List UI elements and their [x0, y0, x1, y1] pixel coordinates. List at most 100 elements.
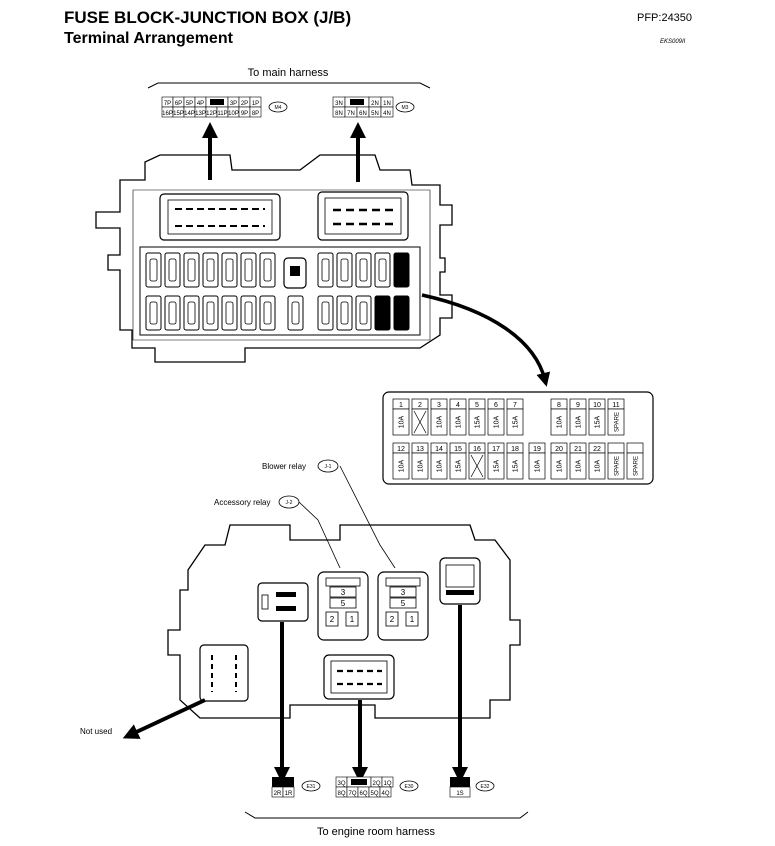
main-harness-bracket	[147, 82, 431, 89]
e30-pin-cell	[379, 786, 392, 798]
m4-pin-label: 1P	[252, 101, 259, 107]
arrow-to-fuse-layout	[421, 293, 551, 387]
fuse-slot-inner	[225, 301, 234, 325]
m3-tag: M3	[402, 105, 409, 111]
fuse-rating-cell	[449, 408, 467, 436]
connector-e32: 1S E32	[449, 777, 495, 798]
e30-pin-label: 8Q	[337, 791, 345, 797]
e30-pin-label: 6Q	[359, 791, 367, 797]
fuse-number: 5	[475, 402, 479, 409]
not-used-label: Not used	[80, 727, 112, 736]
fuse-rating-cell	[588, 408, 606, 436]
fuse-number: 2	[418, 402, 422, 409]
fuse-slot-inner	[340, 301, 349, 325]
fuse-rating: 15A	[595, 415, 602, 428]
fuse-rating-cell	[487, 452, 505, 480]
fuse-rating-cell	[449, 452, 467, 480]
fuse-slot-inner	[206, 301, 215, 325]
m4-pin-label: 2P	[241, 101, 248, 107]
fuse-slot-inner	[244, 258, 253, 282]
fuse-number: 9	[576, 402, 580, 409]
to-engine-room-harness-label: To engine room harness	[317, 826, 436, 838]
fuse-empty-mark	[413, 410, 427, 434]
m4-pin-label: 5P	[186, 101, 193, 107]
fuse-rating: 15A	[494, 459, 501, 472]
m3-pin-label: 8N	[335, 111, 343, 117]
upper-junction-box-outline	[95, 154, 453, 363]
m3-pin-label: 1N	[383, 101, 391, 107]
m3-pin-label: 7N	[347, 111, 355, 117]
blower-relay-label: Blower relay	[262, 462, 306, 471]
fuse-slot-inner	[168, 301, 177, 325]
fuse-rating: 15A	[456, 459, 463, 472]
fuse-rating-cell	[506, 452, 524, 480]
acc-term-5: 5	[341, 599, 346, 608]
fuse-rating: 10A	[595, 459, 602, 472]
m4-key-block	[210, 99, 224, 105]
lower-junction-box-outline	[167, 524, 521, 719]
fuse-number: 19	[533, 446, 541, 453]
fuse-rating-cell	[468, 408, 486, 436]
m4-pin-label: 16P	[162, 111, 173, 117]
blower-term-5: 5	[401, 599, 406, 608]
reference-code: EKS009II	[660, 39, 686, 45]
fuse-rating: 15A	[475, 415, 482, 428]
fuse-slot-inner	[149, 258, 158, 282]
m3-pin-label: 6N	[359, 111, 367, 117]
blower-relay-tag: J-1	[325, 464, 332, 470]
m3-pin-label: 4N	[383, 111, 391, 117]
fuse-number: 14	[435, 446, 443, 453]
e32-key-block	[450, 777, 470, 787]
fuse-rating-cell	[411, 452, 429, 480]
fuse-number: 7	[513, 402, 517, 409]
acc-term-2: 2	[330, 615, 335, 624]
fuse-number: 6	[494, 402, 498, 409]
fuse-rating: 10A	[557, 459, 564, 472]
e30-pin-label: 2Q	[372, 781, 380, 787]
m4-pin-label: 12P	[206, 111, 217, 117]
fuse-rating: SPARE	[615, 412, 621, 432]
fuse-slot-inner	[244, 301, 253, 325]
e30-pin-label: 1Q	[383, 781, 391, 787]
unused-box-connector	[199, 644, 249, 702]
e31-box-connector	[257, 582, 309, 622]
m4-pin-label: 3P	[230, 101, 237, 107]
fuse-rating: 10A	[456, 415, 463, 428]
blower-relay-socket: 3 5 2 1	[377, 571, 429, 641]
fuse-slot	[393, 252, 410, 288]
fuse-slot-inner	[291, 301, 300, 325]
accessory-relay-tag: J-2	[286, 500, 293, 506]
fuse-slot-inner	[359, 258, 368, 282]
fuse-rating-cell	[430, 452, 448, 480]
fuse-slot-inner	[359, 301, 368, 325]
fuse-slot-inner	[263, 301, 272, 325]
accessory-relay-label: Accessory relay	[214, 498, 270, 507]
m4-pin-label: 7P	[164, 101, 171, 107]
fuse-slot-inner	[321, 258, 330, 282]
fuse-number: 22	[593, 446, 601, 453]
e31-tag: E31	[307, 784, 316, 790]
fuse-rating: 10A	[576, 459, 583, 472]
fuse-number: 16	[473, 446, 481, 453]
fuse-number: 12	[397, 446, 405, 453]
blower-term-3: 3	[401, 588, 406, 597]
fuse-slot-inner	[187, 258, 196, 282]
acc-term-3: 3	[341, 588, 346, 597]
fuse-number: 13	[416, 446, 424, 453]
fuse-rating: 10A	[437, 459, 444, 472]
fuse-rating-cell	[392, 408, 410, 436]
to-main-harness-label: To main harness	[248, 67, 329, 79]
fuse-rating: 10A	[399, 415, 406, 428]
fuse-number: 3	[437, 402, 441, 409]
page-subtitle: Terminal Arrangement	[64, 30, 233, 47]
e31-pin-cell	[282, 786, 295, 798]
fuse-number: 4	[456, 402, 460, 409]
e30-pin-label: 4Q	[381, 791, 389, 797]
fuse-number: 18	[511, 446, 519, 453]
blower-term-1: 1	[410, 615, 415, 624]
m4-pin-label: 13P	[195, 111, 206, 117]
